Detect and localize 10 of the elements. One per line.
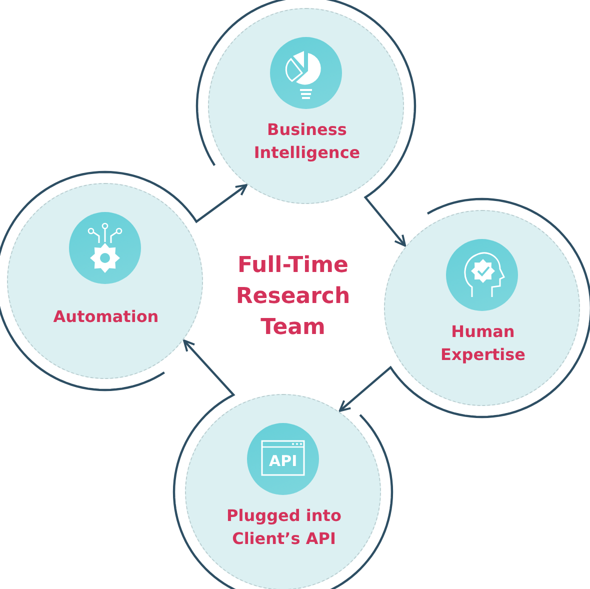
cycle-arrow <box>0 170 248 392</box>
node-title: Business Intelligence <box>252 119 362 164</box>
node-title: Automation <box>52 306 160 328</box>
node-title: Plugged into Client’s API <box>226 505 342 550</box>
cycle-arrow <box>172 340 394 589</box>
icon-text: API <box>269 453 298 469</box>
node-title: Human Expertise <box>440 321 526 366</box>
cycle-arrow <box>338 198 590 418</box>
center-title: Full-Time Research Team <box>234 252 352 342</box>
cycle-arrow <box>196 0 416 247</box>
